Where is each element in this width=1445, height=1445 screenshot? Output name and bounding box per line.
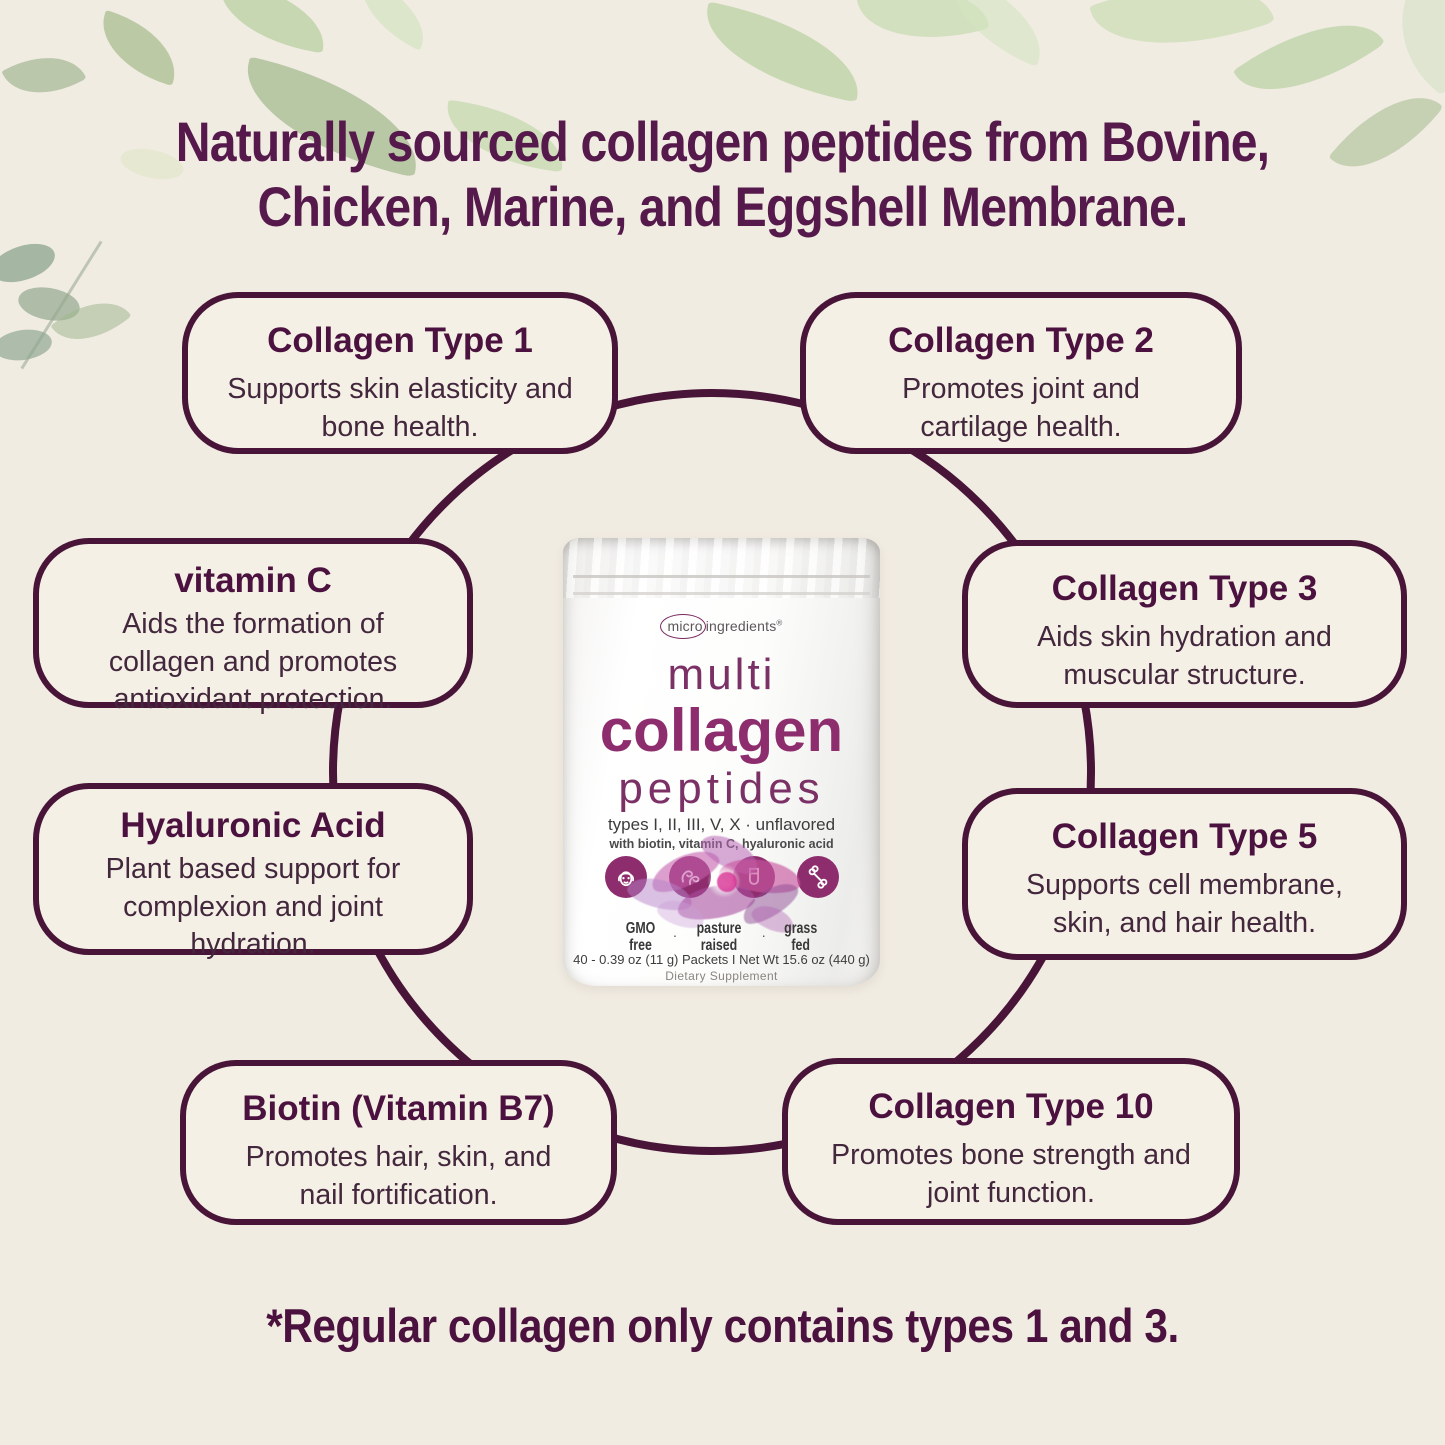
flower-illustration xyxy=(621,827,821,938)
callout-body: Promotes bone strength and joint functio… xyxy=(831,1139,1191,1209)
callout-title: Collagen Type 10 xyxy=(868,1087,1154,1126)
leaf-icon xyxy=(0,236,60,290)
callout-body: Supports cell membrane, skin, and hair h… xyxy=(1026,869,1343,939)
footnote: *Regular collagen only contains types 1 … xyxy=(266,1299,1179,1352)
callout-collagen-type-1: Collagen Type 1 Supports skin elasticity… xyxy=(182,292,618,454)
leaf-icon xyxy=(694,1,871,103)
badge-line: pasture xyxy=(696,920,742,937)
leaf-icon xyxy=(1,37,87,113)
pouch-zip-seal xyxy=(573,575,870,595)
callout-title: Collagen Type 2 xyxy=(888,321,1154,360)
registered-mark: ® xyxy=(776,618,783,628)
leaf-icon xyxy=(211,0,333,54)
page-title-line1: Naturally sourced collagen peptides from… xyxy=(175,110,1270,173)
callout-collagen-type-2: Collagen Type 2 Promotes joint and carti… xyxy=(800,292,1242,454)
leaf-icon xyxy=(1368,0,1445,96)
badge-line: GMO xyxy=(625,920,655,937)
gmo-free-badge: GMO free xyxy=(625,920,655,954)
callout-body: Plant based support for complexion and j… xyxy=(105,853,401,961)
callout-title: Collagen Type 3 xyxy=(1051,569,1318,608)
callout-hyaluronic-acid: Hyaluronic Acid Plant based support for … xyxy=(33,783,473,960)
product-title-peptides: peptides xyxy=(618,764,825,813)
badge-separator: · xyxy=(672,927,678,944)
connector-ring xyxy=(329,389,1095,1155)
badge-row: GMO free · pasture raised · grass fed xyxy=(563,920,880,954)
callout-title: Hyaluronic Acid xyxy=(120,806,386,845)
callout-body: Aids skin hydration and muscular structu… xyxy=(1037,621,1332,691)
joint-icon xyxy=(796,856,839,898)
pouch-crinkle-texture xyxy=(563,538,880,598)
badge-separator: · xyxy=(761,927,766,944)
badge-line: free xyxy=(628,937,652,955)
callout-title: Collagen Type 1 xyxy=(267,321,533,360)
callout-collagen-type-10: Collagen Type 10 Promotes bone strength … xyxy=(782,1058,1240,1225)
callout-body: Promotes hair, skin, and nail fortificat… xyxy=(245,1141,552,1211)
leaf-icon xyxy=(90,9,188,87)
callout-body: Promotes joint and cartilage health. xyxy=(902,373,1140,443)
page-title-line2: Chicken, Marine, and Eggshell Membrane. xyxy=(257,174,1189,238)
callout-body: Supports skin elasticity and bone health… xyxy=(227,373,573,443)
callout-title: vitamin C xyxy=(174,561,332,600)
pasture-raised-badge: pasture raised xyxy=(697,920,742,954)
brand-micro: micro xyxy=(660,614,706,639)
product-types-line: types I, II, III, V, X · unflavored xyxy=(607,815,836,834)
leaf-icon xyxy=(1328,71,1444,193)
callout-title: Collagen Type 5 xyxy=(1051,817,1318,856)
callout-biotin: Biotin (Vitamin B7) Promotes hair, skin,… xyxy=(180,1060,617,1225)
petal xyxy=(717,872,737,892)
grass-fed-badge: grass fed xyxy=(784,920,817,954)
callout-collagen-type-5: Collagen Type 5 Supports cell membrane, … xyxy=(962,788,1407,960)
callout-body: Aids the formation of collagen and promo… xyxy=(108,608,398,716)
badge-line: raised xyxy=(701,937,738,955)
callout-title: Biotin (Vitamin B7) xyxy=(242,1089,555,1128)
callout-collagen-type-3: Collagen Type 3 Aids skin hydration and … xyxy=(962,540,1407,708)
badge-line: fed xyxy=(791,937,810,955)
callout-vitamin-c: vitamin C Aids the formation of collagen… xyxy=(33,538,473,715)
product-title-multi: multi xyxy=(667,650,776,699)
leaf-icon xyxy=(346,0,440,51)
net-weight-line: 40 - 0.39 oz (11 g) Packets I Net Wt 15.… xyxy=(573,952,870,967)
page-title: Naturally sourced collagen peptides from… xyxy=(101,110,1344,240)
badge-line: grass xyxy=(784,920,818,937)
product-title-collagen: collagen xyxy=(599,697,844,764)
dietary-supplement-line: Dietary Supplement xyxy=(665,969,778,983)
brand-ingredients: ingredients xyxy=(705,618,777,634)
